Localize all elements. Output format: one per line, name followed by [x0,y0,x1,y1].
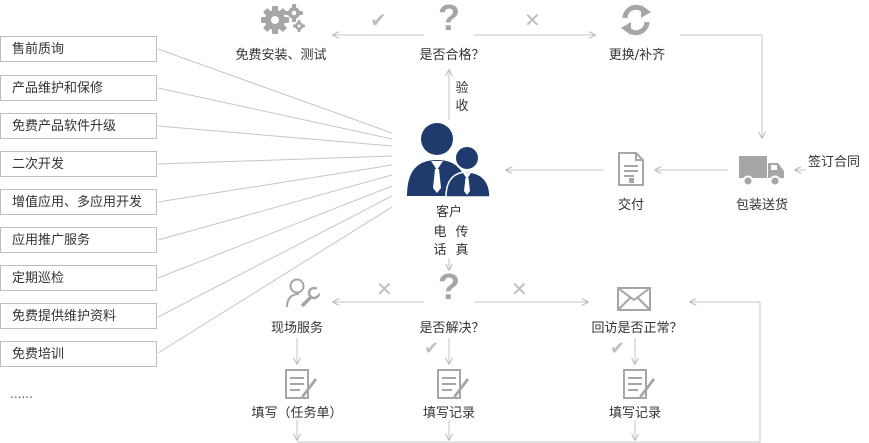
document-icon [617,152,645,190]
fax-label: 传真 [455,225,469,258]
mail-icon [617,287,651,315]
service-item-training: 免费培训 [0,341,157,367]
deliver-label: 交付 [617,198,645,213]
cross-mark-icon: ✕ [376,277,393,301]
svg-text:?: ? [438,0,460,36]
onsite-service-label: 现场服务 [270,321,324,336]
phone-label: 电话 [433,225,447,258]
form-icon [284,368,318,404]
solved-label: 是否解决？ [419,321,485,336]
fill-record-label-2: 填写记录 [608,406,662,421]
replace-label: 更换/补齐 [608,48,666,63]
form-icon [622,368,656,404]
question-icon: ? [436,0,462,40]
wrench-person-icon [286,278,322,312]
check-mark-icon: ✔ [370,8,387,32]
service-item-upgrade: 免费产品软件升级 [0,113,157,139]
service-item-materials: 免费提供维护资料 [0,303,157,329]
service-item-presales: 售前质询 [0,36,157,62]
svg-text:?: ? [438,269,460,305]
qualified-label: 是否合格？ [419,48,485,63]
accept-label: 验收 [455,81,469,114]
pack-deliver-label: 包装送货 [735,198,789,213]
cross-mark-icon: ✕ [511,277,528,301]
install-test-label: 免费安装、测试 [235,48,327,63]
customer-icon [406,122,492,202]
sign-contract-label: 签订合同 [808,155,861,170]
service-item-value-added: 增值应用、多应用开发 [0,189,157,215]
service-item-secondary-dev: 二次开发 [0,151,157,177]
services-more: ...... [10,387,33,401]
service-item-inspection: 定期巡检 [0,265,157,291]
cross-mark-icon: ✕ [524,8,541,32]
form-icon [436,368,470,404]
question-icon: ? [436,266,462,309]
gears-icon [261,4,307,38]
customer-label: 客户 [435,205,463,220]
truck-icon [738,154,786,192]
service-item-promotion: 应用推广服务 [0,227,157,253]
fill-record-label-1: 填写记录 [422,406,476,421]
revisit-label: 回访是否正常？ [591,321,683,336]
refresh-icon [619,2,653,42]
fill-task-label: 填写（任务单） [251,406,343,421]
service-item-maintenance: 产品维护和保修 [0,75,157,101]
check-mark-icon: ✔ [424,338,440,359]
check-mark-icon: ✔ [610,338,626,359]
